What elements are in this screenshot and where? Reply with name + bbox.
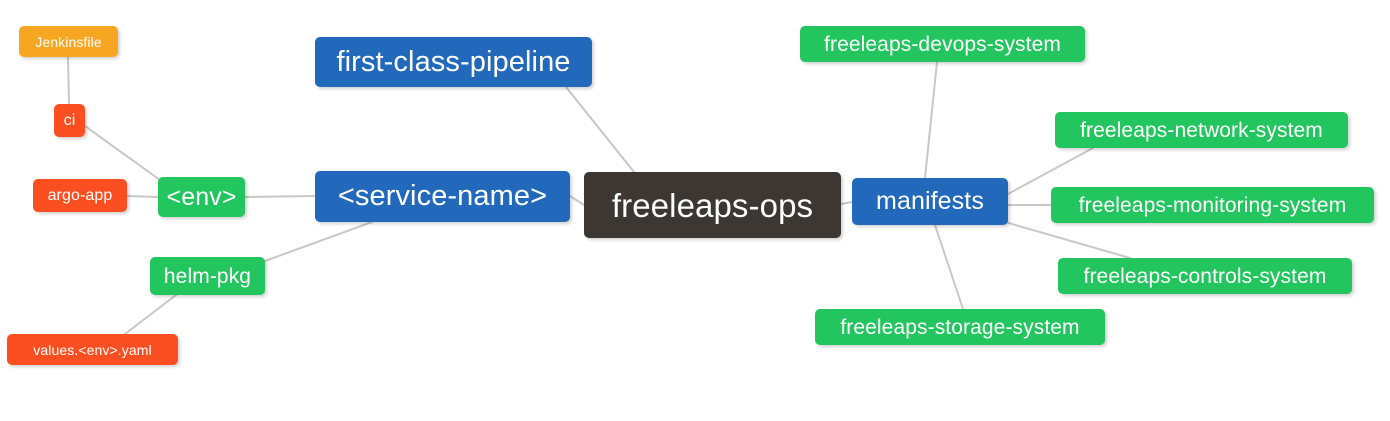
node-label-ci: ci: [63, 111, 76, 129]
edge-manifests-to-freeleaps-controls-system: [1004, 221, 1131, 259]
edge-freeleaps-ops-to-manifests: [840, 201, 853, 205]
node-freeleaps-storage-system[interactable]: freeleaps-storage-system: [815, 309, 1105, 345]
edge-service-name-to-helm-pkg: [264, 221, 373, 262]
edge-freeleaps-ops-to-first-class-pipeline: [565, 86, 635, 173]
node-label-helm-pkg: helm-pkg: [163, 264, 252, 288]
node-label-freeleaps-monitoring-system: freeleaps-monitoring-system: [1078, 193, 1347, 217]
node-label-freeleaps-storage-system: freeleaps-storage-system: [840, 315, 1080, 339]
edge-manifests-to-freeleaps-devops-system: [924, 61, 938, 179]
node-label-freeleaps-controls-system: freeleaps-controls-system: [1083, 264, 1327, 288]
node-ci[interactable]: ci: [54, 104, 85, 137]
node-label-freeleaps-ops: freeleaps-ops: [611, 186, 814, 224]
node-label-freeleaps-network-system: freeleaps-network-system: [1080, 118, 1323, 142]
node-label-service-name: <service-name>: [337, 180, 548, 212]
node-service-name[interactable]: <service-name>: [315, 171, 570, 222]
node-env[interactable]: <env>: [158, 177, 245, 217]
node-values-env-yaml[interactable]: values.<env>.yaml: [7, 334, 178, 365]
node-freeleaps-network-system[interactable]: freeleaps-network-system: [1055, 112, 1348, 148]
node-freeleaps-devops-system[interactable]: freeleaps-devops-system: [800, 26, 1085, 62]
node-freeleaps-ops[interactable]: freeleaps-ops: [584, 172, 841, 238]
node-helm-pkg[interactable]: helm-pkg: [150, 257, 265, 295]
node-label-freeleaps-devops-system: freeleaps-devops-system: [824, 32, 1061, 56]
node-freeleaps-controls-system[interactable]: freeleaps-controls-system: [1058, 258, 1352, 294]
node-argo-app[interactable]: argo-app: [33, 179, 127, 212]
edge-freeleaps-ops-to-service-name: [569, 195, 585, 206]
edge-service-name-to-env: [244, 195, 316, 198]
node-label-manifests: manifests: [876, 187, 984, 215]
node-label-env: <env>: [166, 182, 237, 211]
node-label-values-env-yaml: values.<env>.yaml: [33, 341, 152, 358]
edge-manifests-to-freeleaps-storage-system: [934, 224, 964, 310]
node-label-first-class-pipeline: first-class-pipeline: [336, 45, 571, 78]
node-label-jenkinsfile: Jenkinsfile: [35, 33, 102, 50]
node-freeleaps-monitoring-system[interactable]: freeleaps-monitoring-system: [1051, 187, 1374, 223]
edge-env-to-ci: [84, 125, 161, 181]
edge-env-to-argo-app: [126, 195, 159, 198]
node-first-class-pipeline[interactable]: first-class-pipeline: [315, 37, 592, 87]
node-jenkinsfile[interactable]: Jenkinsfile: [19, 26, 118, 57]
edge-ci-to-jenkinsfile: [67, 56, 70, 105]
node-manifests[interactable]: manifests: [852, 178, 1008, 225]
edge-helm-pkg-to-values-env-yaml: [124, 294, 177, 335]
node-label-argo-app: argo-app: [47, 186, 113, 204]
